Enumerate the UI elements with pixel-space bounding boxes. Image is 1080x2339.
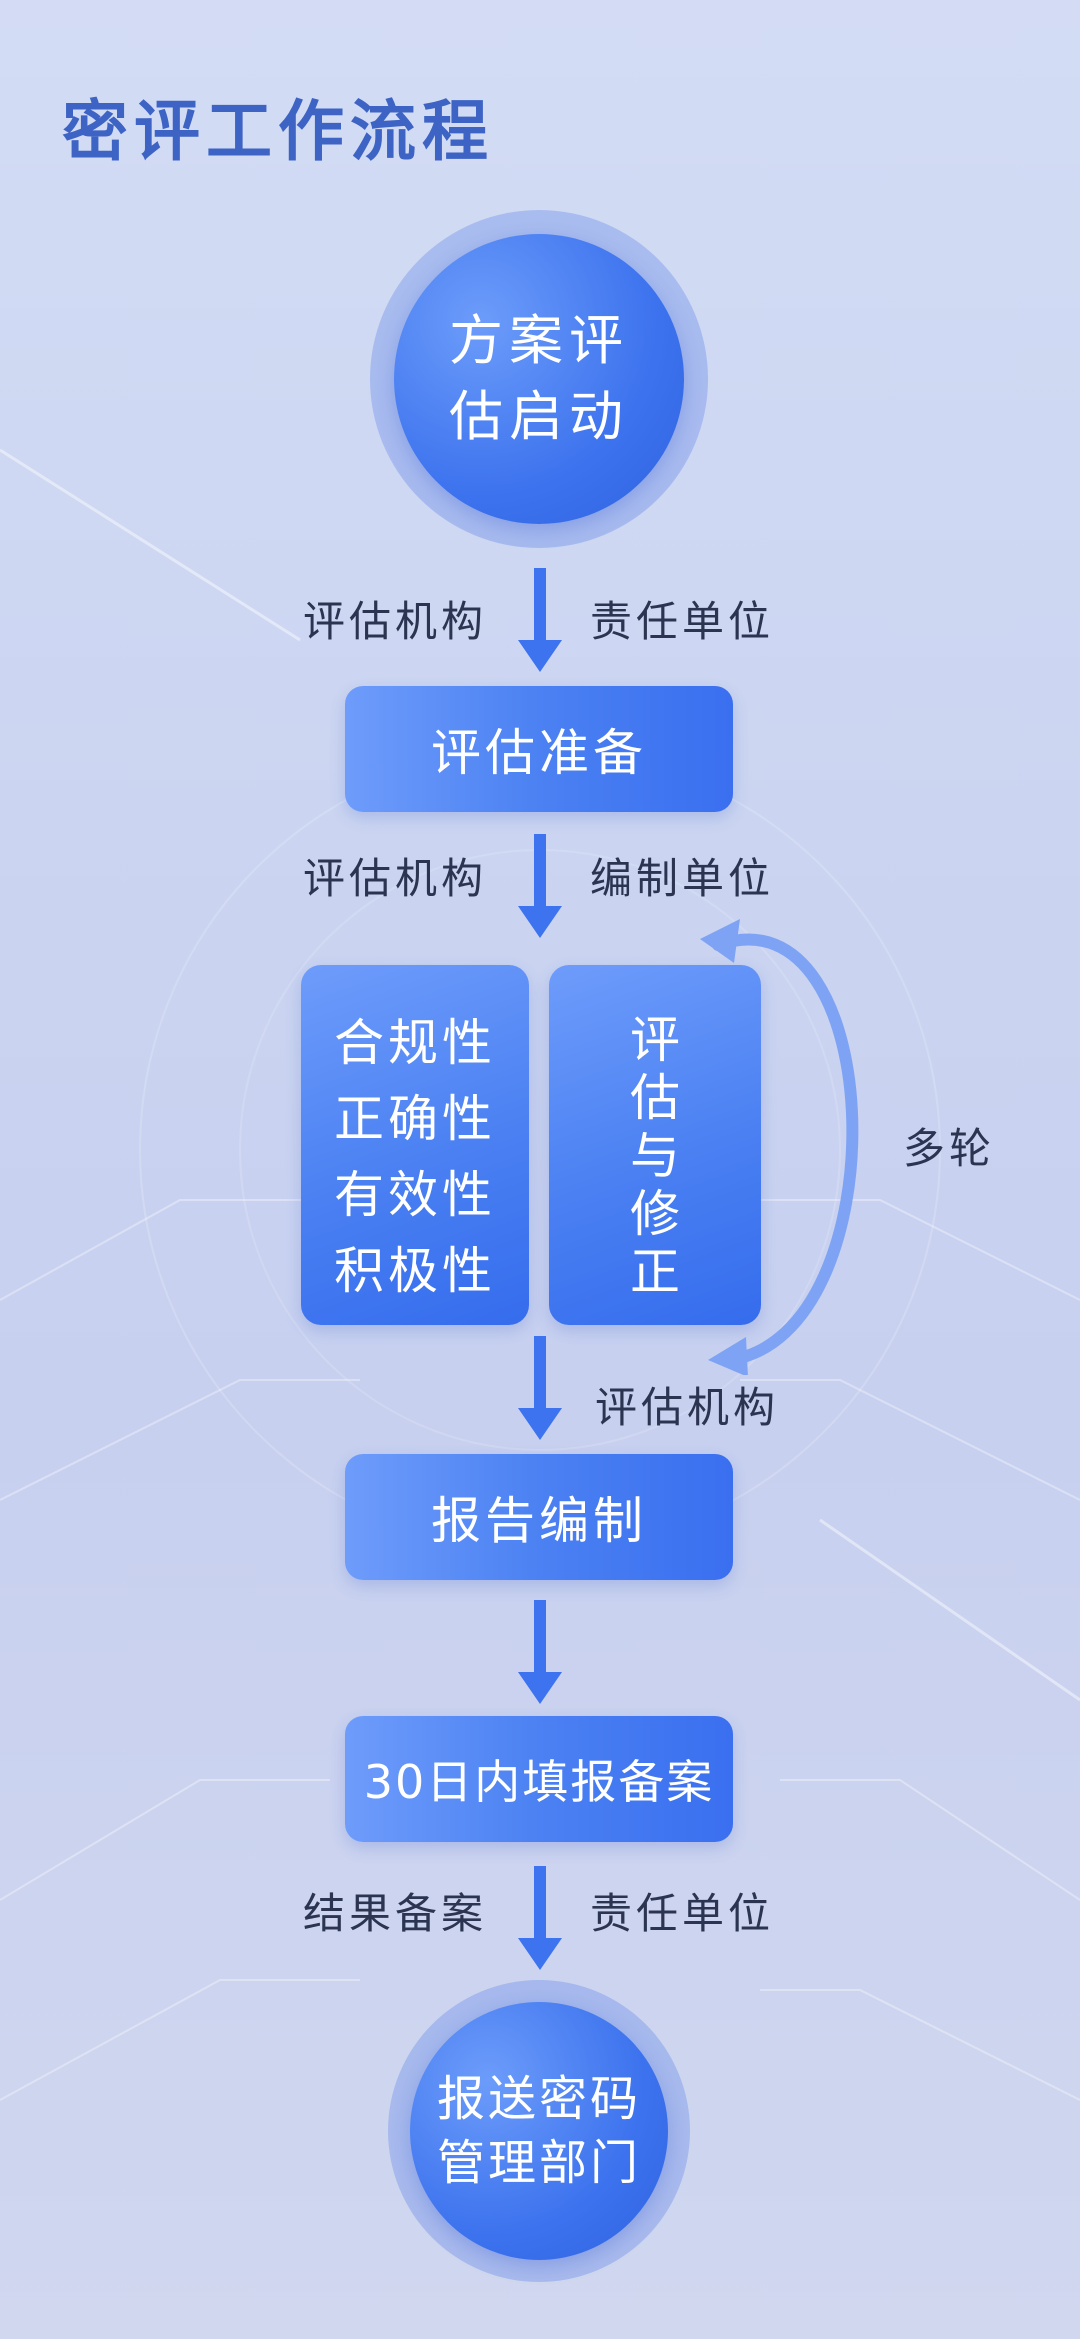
down-arrow-icon [518,1600,562,1704]
review-char: 评 [630,1011,680,1069]
review-char: 正 [630,1243,680,1301]
review-label: 评 估 与 修 正 [549,1011,761,1301]
row2-right-label: 编制单位 [590,854,775,903]
page-title: 密评工作流程 [62,93,494,170]
down-arrow-icon [518,1866,562,1970]
end-circle-label: 报送密码 管理部门 [436,2071,641,2191]
quality-item: 合规性 [334,1014,496,1072]
row5-right-label: 责任单位 [590,1889,775,1938]
file-label: 30日内填报备案 [363,1755,715,1809]
row2-left-label: 评估机构 [303,854,488,903]
review-char: 与 [630,1127,680,1185]
row1-left-label: 评估机构 [303,597,488,646]
review-char: 估 [630,1069,680,1127]
qualities-box: 合规性 正确性 有效性 积极性 [301,965,529,1325]
quality-item: 有效性 [334,1166,496,1224]
quality-item: 积极性 [334,1242,496,1300]
report-label: 报告编制 [431,1492,647,1550]
row5-left-label: 结果备案 [303,1889,488,1938]
prepare-label: 评估准备 [431,724,647,782]
loop-arrow-icon [700,919,859,1375]
start-circle: 方案评 估启动 [394,234,684,524]
row3-right-label: 评估机构 [595,1383,780,1432]
row1-right-label: 责任单位 [590,597,775,646]
report-box: 报告编制 [345,1454,733,1580]
review-box: 评 估 与 修 正 [549,965,761,1325]
down-arrow-icon [518,568,562,672]
prepare-box: 评估准备 [345,686,733,812]
file-box: 30日内填报备案 [345,1716,733,1842]
review-char: 修 [630,1185,680,1243]
end-circle: 报送密码 管理部门 [410,2002,668,2260]
qualities-list: 合规性 正确性 有效性 积极性 [301,1005,529,1309]
loop-label: 多轮 [903,1124,996,1173]
quality-item: 正确性 [334,1090,496,1148]
start-circle-label: 方案评 估启动 [449,309,629,448]
down-arrow-icon [518,1336,562,1440]
down-arrow-icon [518,834,562,938]
